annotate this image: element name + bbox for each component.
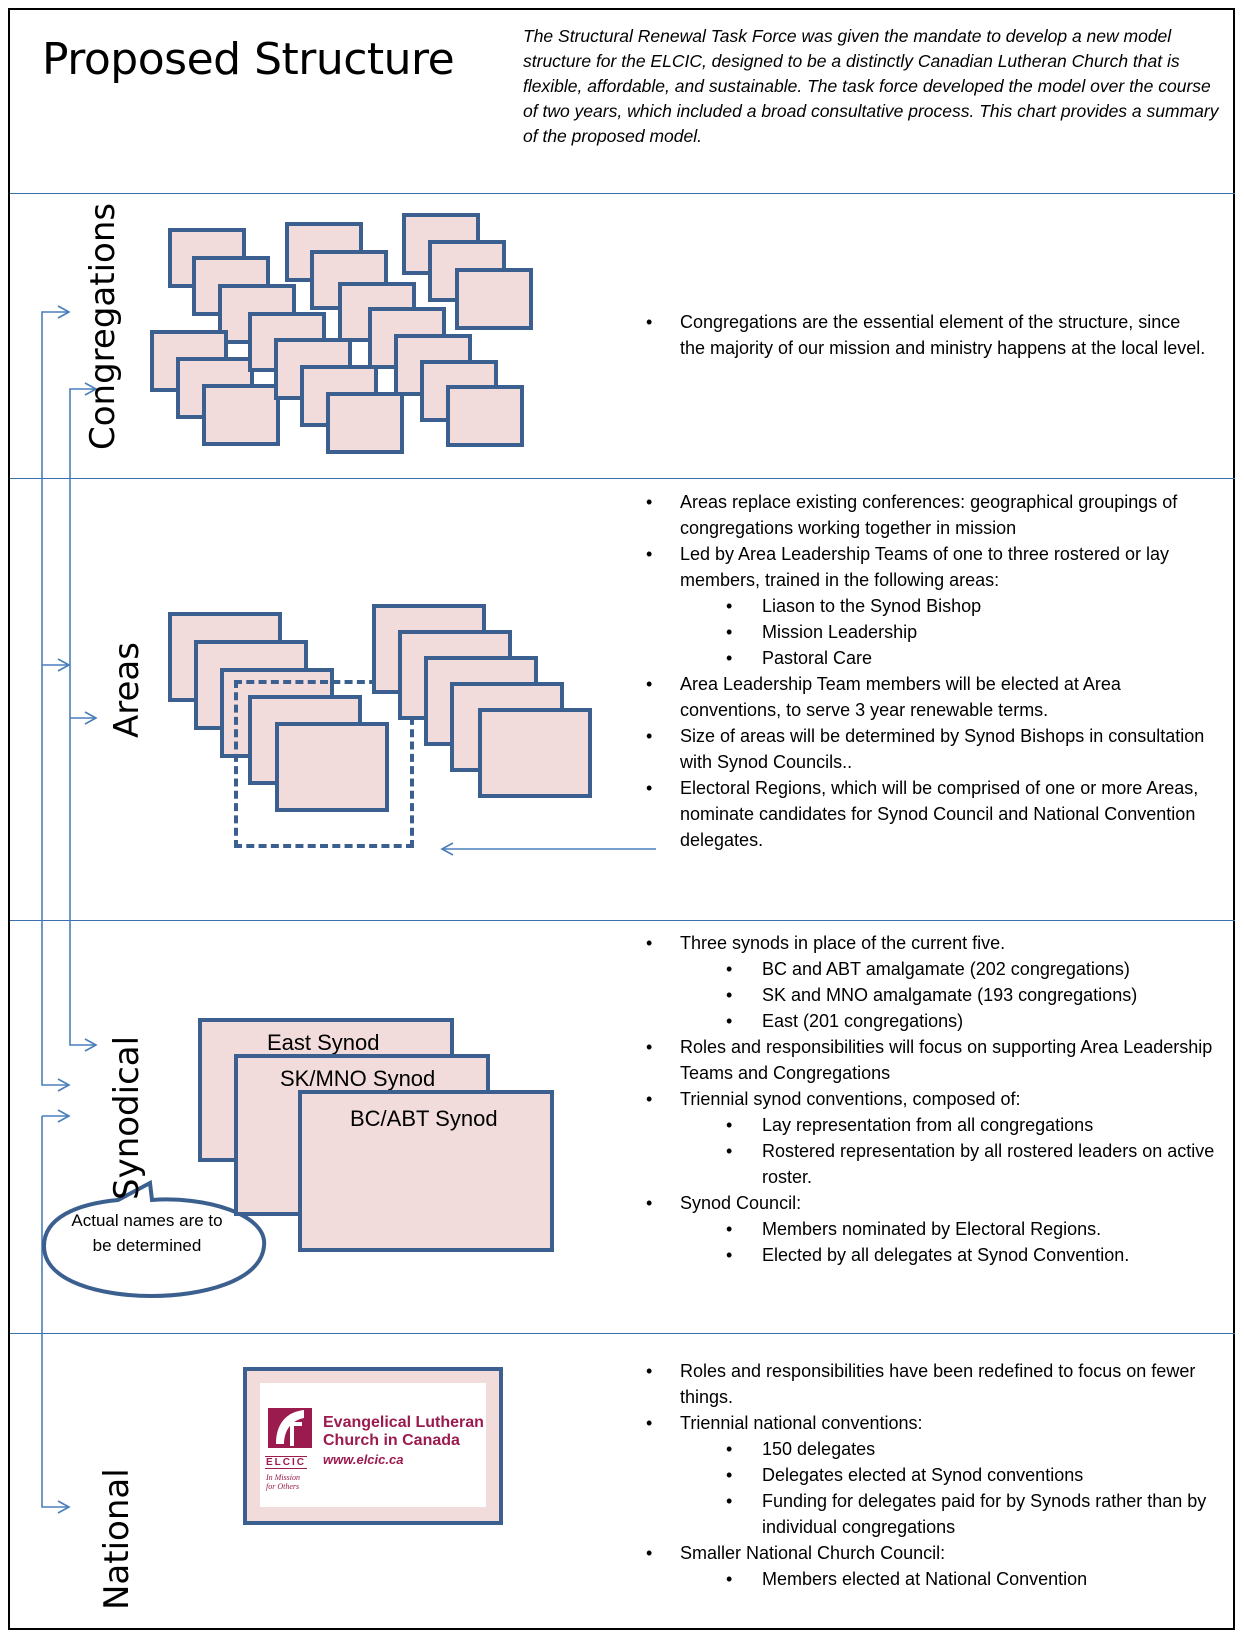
divider-3: [10, 920, 1235, 921]
synodical-sub-bullets-1: BC and ABT amalgamate (202 congregations…: [646, 956, 1216, 1034]
callout-bubble: [41, 1179, 267, 1299]
congregations-bullets: Congregations are the essential element …: [646, 309, 1206, 361]
sub-list-item: BC and ABT amalgamate (202 congregations…: [646, 956, 1216, 982]
elcic-cross-icon: [268, 1408, 312, 1448]
synod-box-sk-mno-label: SK/MNO Synod: [280, 1066, 436, 1091]
elcic-name-line-2: Church in Canada: [323, 1432, 460, 1449]
synod-box-east-label: East Synod: [267, 1030, 380, 1055]
section-label-national: National: [97, 1468, 137, 1610]
list-item: Smaller National Church Council: Members…: [646, 1540, 1216, 1592]
synodical-sub-bullets-3: Lay representation from all congregation…: [646, 1112, 1216, 1190]
congregation-box: [455, 268, 533, 330]
list-item: Electoral Regions, which will be compris…: [646, 775, 1216, 853]
list-item-text: Led by Area Leadership Teams of one to t…: [680, 544, 1169, 590]
divider-1: [10, 193, 1235, 194]
elcic-name-line-1: Evangelical Lutheran: [323, 1414, 484, 1431]
sub-list-item: Funding for delegates paid for by Synods…: [646, 1488, 1216, 1540]
section-label-congregations: Congregations: [83, 202, 123, 450]
list-item: Synod Council: Members nominated by Elec…: [646, 1190, 1216, 1268]
list-item: Triennial national conventions: 150 dele…: [646, 1410, 1216, 1540]
list-item: Area Leadership Team members will be ele…: [646, 671, 1216, 723]
congregation-box: [202, 384, 280, 446]
sub-list-item: East (201 congregations): [646, 1008, 1216, 1034]
list-item: Congregations are the essential element …: [646, 309, 1206, 361]
electoral-region-outline: [234, 680, 414, 848]
elcic-url: www.elcic.ca: [323, 1452, 404, 1467]
sub-list-item: Delegates elected at Synod conventions: [646, 1462, 1216, 1488]
list-item-text: Smaller National Church Council:: [680, 1543, 946, 1563]
page-title: Proposed Structure: [42, 34, 455, 85]
list-item-text: Triennial synod conventions, composed of…: [680, 1089, 1021, 1109]
sub-list-item: Elected by all delegates at Synod Conven…: [646, 1242, 1216, 1268]
congregation-box: [446, 385, 524, 447]
divider-2: [10, 478, 1235, 479]
elcic-name: Evangelical Lutheran Church in Canada: [323, 1414, 484, 1450]
list-item: Three synods in place of the current fiv…: [646, 930, 1216, 1034]
page-frame: [8, 8, 1235, 1630]
elcic-abbreviation: ELCIC: [265, 1456, 307, 1469]
sub-list-item: Lay representation from all congregation…: [646, 1112, 1216, 1138]
sub-list-item: SK and MNO amalgamate (193 congregations…: [646, 982, 1216, 1008]
national-sub-bullets-2: 150 delegates Delegates elected at Synod…: [646, 1436, 1216, 1540]
list-item: Roles and responsibilities have been red…: [646, 1358, 1216, 1410]
area-box: [478, 708, 592, 798]
sub-list-item: Liason to the Synod Bishop: [646, 593, 1216, 619]
elcic-tagline: In Mission for Others: [266, 1473, 300, 1491]
callout-text: Actual names are to be determined: [71, 1211, 223, 1255]
sub-list-item: Members nominated by Electoral Regions.: [646, 1216, 1216, 1242]
national-bullets: Roles and responsibilities have been red…: [646, 1358, 1216, 1592]
list-item-text: Triennial national conventions:: [680, 1413, 923, 1433]
synod-box-bc-abt-label: BC/ABT Synod: [350, 1106, 498, 1131]
synodical-bullets: Three synods in place of the current fiv…: [646, 930, 1216, 1268]
list-item-text: Three synods in place of the current fiv…: [680, 933, 1006, 953]
areas-bullets: Areas replace existing conferences: geog…: [646, 489, 1216, 853]
national-sub-bullets-3: Members elected at National Convention: [646, 1566, 1216, 1592]
sub-list-item: Pastoral Care: [646, 645, 1216, 671]
congregation-box: [326, 392, 404, 454]
list-item: Led by Area Leadership Teams of one to t…: [646, 541, 1216, 671]
area-box: [275, 722, 389, 812]
list-item-text: Synod Council:: [680, 1193, 802, 1213]
intro-paragraph: The Structural Renewal Task Force was gi…: [523, 26, 1219, 146]
areas-sub-bullets: Liason to the Synod Bishop Mission Leade…: [646, 593, 1216, 671]
divider-4: [10, 1333, 1235, 1334]
sub-list-item: Members elected at National Convention: [646, 1566, 1216, 1592]
section-label-areas: Areas: [107, 642, 147, 738]
synodical-sub-bullets-4: Members nominated by Electoral Regions. …: [646, 1216, 1216, 1268]
list-item: Triennial synod conventions, composed of…: [646, 1086, 1216, 1190]
sub-list-item: Rostered representation by all rostered …: [646, 1138, 1216, 1190]
section-label-synodical: Synodical: [107, 1035, 147, 1200]
synod-box-bc-abt: BC/ABT Synod: [298, 1090, 554, 1252]
sub-list-item: Mission Leadership: [646, 619, 1216, 645]
sub-list-item: 150 delegates: [646, 1436, 1216, 1462]
list-item: Roles and responsibilities will focus on…: [646, 1034, 1216, 1086]
list-item: Areas replace existing conferences: geog…: [646, 489, 1216, 541]
list-item: Size of areas will be determined by Syno…: [646, 723, 1216, 775]
